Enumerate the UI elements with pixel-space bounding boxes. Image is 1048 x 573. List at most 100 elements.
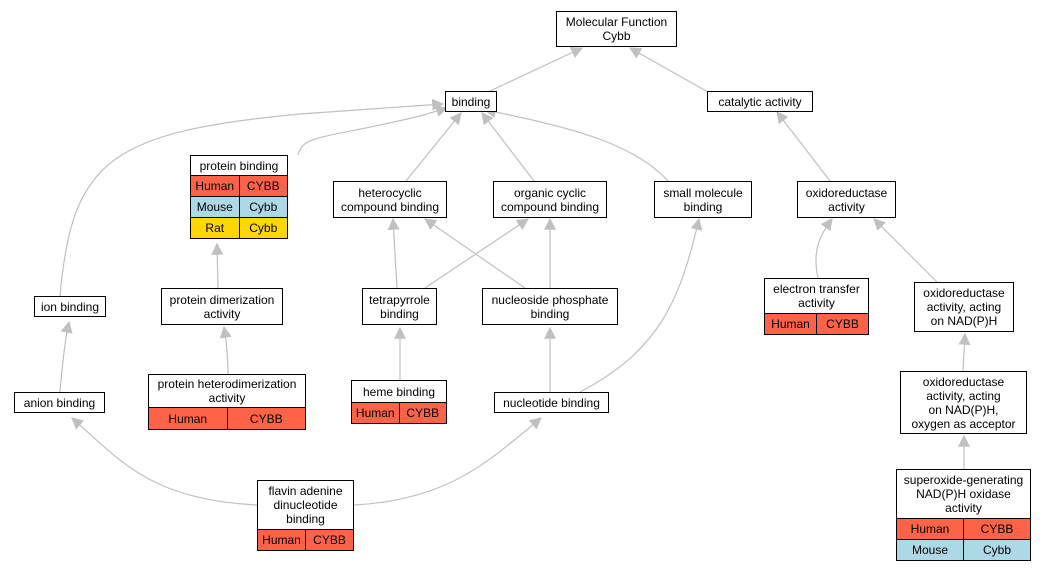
gene-symbol-cell: CYBB bbox=[226, 408, 306, 429]
node-label: heme binding bbox=[352, 381, 446, 402]
edge-ion-binding-to-binding bbox=[59, 98, 445, 297]
node-label-line: compound binding bbox=[340, 199, 440, 214]
node-label: catalytic activity bbox=[708, 92, 812, 111]
edge-anion-to-ion-binding bbox=[59, 320, 73, 393]
gene-symbol-cell: CYBB bbox=[816, 314, 868, 334]
node-label: nucleotide binding bbox=[495, 393, 608, 412]
node-label-line: catalytic activity bbox=[718, 94, 802, 109]
edge-heterodimerization-to-dimerization bbox=[219, 325, 232, 375]
node-label-line: dinucleotide bbox=[273, 498, 338, 512]
gene-symbol-cell: Cybb bbox=[963, 540, 1030, 560]
edge-nadph-oxygen-to-oxido-nadph bbox=[958, 332, 971, 372]
node-label-line: protein binding bbox=[199, 158, 279, 173]
species-name-cell: Human bbox=[355, 406, 395, 420]
edge-oxidoreductase-to-catalytic bbox=[776, 111, 831, 182]
node-label-line: nucleotide binding bbox=[503, 395, 600, 410]
node-label-line: activity bbox=[798, 296, 835, 310]
edge-binding-to-mf bbox=[489, 47, 584, 92]
species-name-cell: Mouse bbox=[196, 200, 233, 214]
node-label-line: anion binding bbox=[23, 395, 96, 410]
node-label-line: binding bbox=[451, 94, 491, 109]
species-name-cell: Human bbox=[771, 317, 810, 331]
node-label-line: ion binding bbox=[40, 299, 100, 314]
species-name-cell: Human bbox=[195, 179, 235, 193]
edge-small-molecule-to-binding bbox=[483, 106, 669, 182]
species-name-cell: Mouse bbox=[911, 543, 949, 557]
node-nucleotide-binding[interactable]: nucleotide binding bbox=[494, 392, 609, 413]
node-label-line: activity bbox=[208, 391, 246, 405]
node-label-line: activity bbox=[945, 501, 982, 515]
edge-fad-to-anion-binding bbox=[71, 417, 258, 506]
node-label-line: oxidoreductase bbox=[922, 374, 1005, 389]
species-name-cell: Rat bbox=[205, 221, 225, 235]
edge-fad-to-nucleotide-binding bbox=[353, 417, 542, 506]
node-label: ion binding bbox=[35, 297, 105, 316]
node-label-line: on NAD(P)H bbox=[930, 314, 998, 328]
species-row-rat: Rat Cybb bbox=[191, 217, 287, 238]
node-binding[interactable]: binding bbox=[445, 91, 497, 112]
node-ion-binding[interactable]: ion binding bbox=[34, 296, 106, 317]
edge-electron-transfer-to-oxidoreductase bbox=[815, 218, 833, 279]
edge-protein-binding-to-binding bbox=[297, 105, 449, 156]
node-label-line: organic cyclic bbox=[513, 185, 587, 200]
node-label-line: oxidoreductase bbox=[805, 185, 888, 200]
species-row-mouse: Mouse Cybb bbox=[897, 539, 1030, 560]
node-label: protein binding bbox=[191, 156, 287, 175]
node-label-line: protein dimerization bbox=[169, 292, 275, 307]
species-name-cell: Human bbox=[262, 533, 301, 547]
node-label-line: tetrapyrrole bbox=[369, 292, 430, 307]
gene-symbol-cell: Cybb bbox=[238, 218, 288, 238]
node-label-line: flavin adenine bbox=[268, 484, 343, 498]
node-label-line: electron transfer bbox=[773, 282, 860, 296]
edge-dimerization-to-protein-binding bbox=[211, 242, 224, 289]
edge-oxido-nadph-to-oxidoreductase bbox=[873, 218, 938, 283]
node-label-line: binding bbox=[286, 512, 325, 526]
gene-symbol-cell: CYBB bbox=[398, 403, 447, 423]
node-label-line: oxidoreductase bbox=[923, 286, 1005, 300]
species-name-cell: Human bbox=[168, 411, 208, 426]
node-label-line: heme binding bbox=[362, 384, 436, 399]
gene-symbol-cell: CYBB bbox=[963, 519, 1030, 539]
gene-symbol-cell: CYBB bbox=[305, 530, 353, 550]
node-label-line: activity, acting bbox=[926, 300, 1002, 314]
node-label-line: protein heterodimerization bbox=[157, 377, 297, 391]
edge-organic-cyclic-to-binding bbox=[481, 112, 535, 182]
node-label-line: Molecular Function bbox=[565, 15, 668, 29]
node-catalytic[interactable]: catalytic activity bbox=[707, 91, 813, 112]
node-label: anion binding bbox=[15, 393, 104, 412]
node-label-line: Cybb bbox=[602, 29, 631, 43]
node-label-line: superoxide-generating bbox=[903, 473, 1024, 487]
node-anion-binding[interactable]: anion binding bbox=[14, 392, 105, 413]
